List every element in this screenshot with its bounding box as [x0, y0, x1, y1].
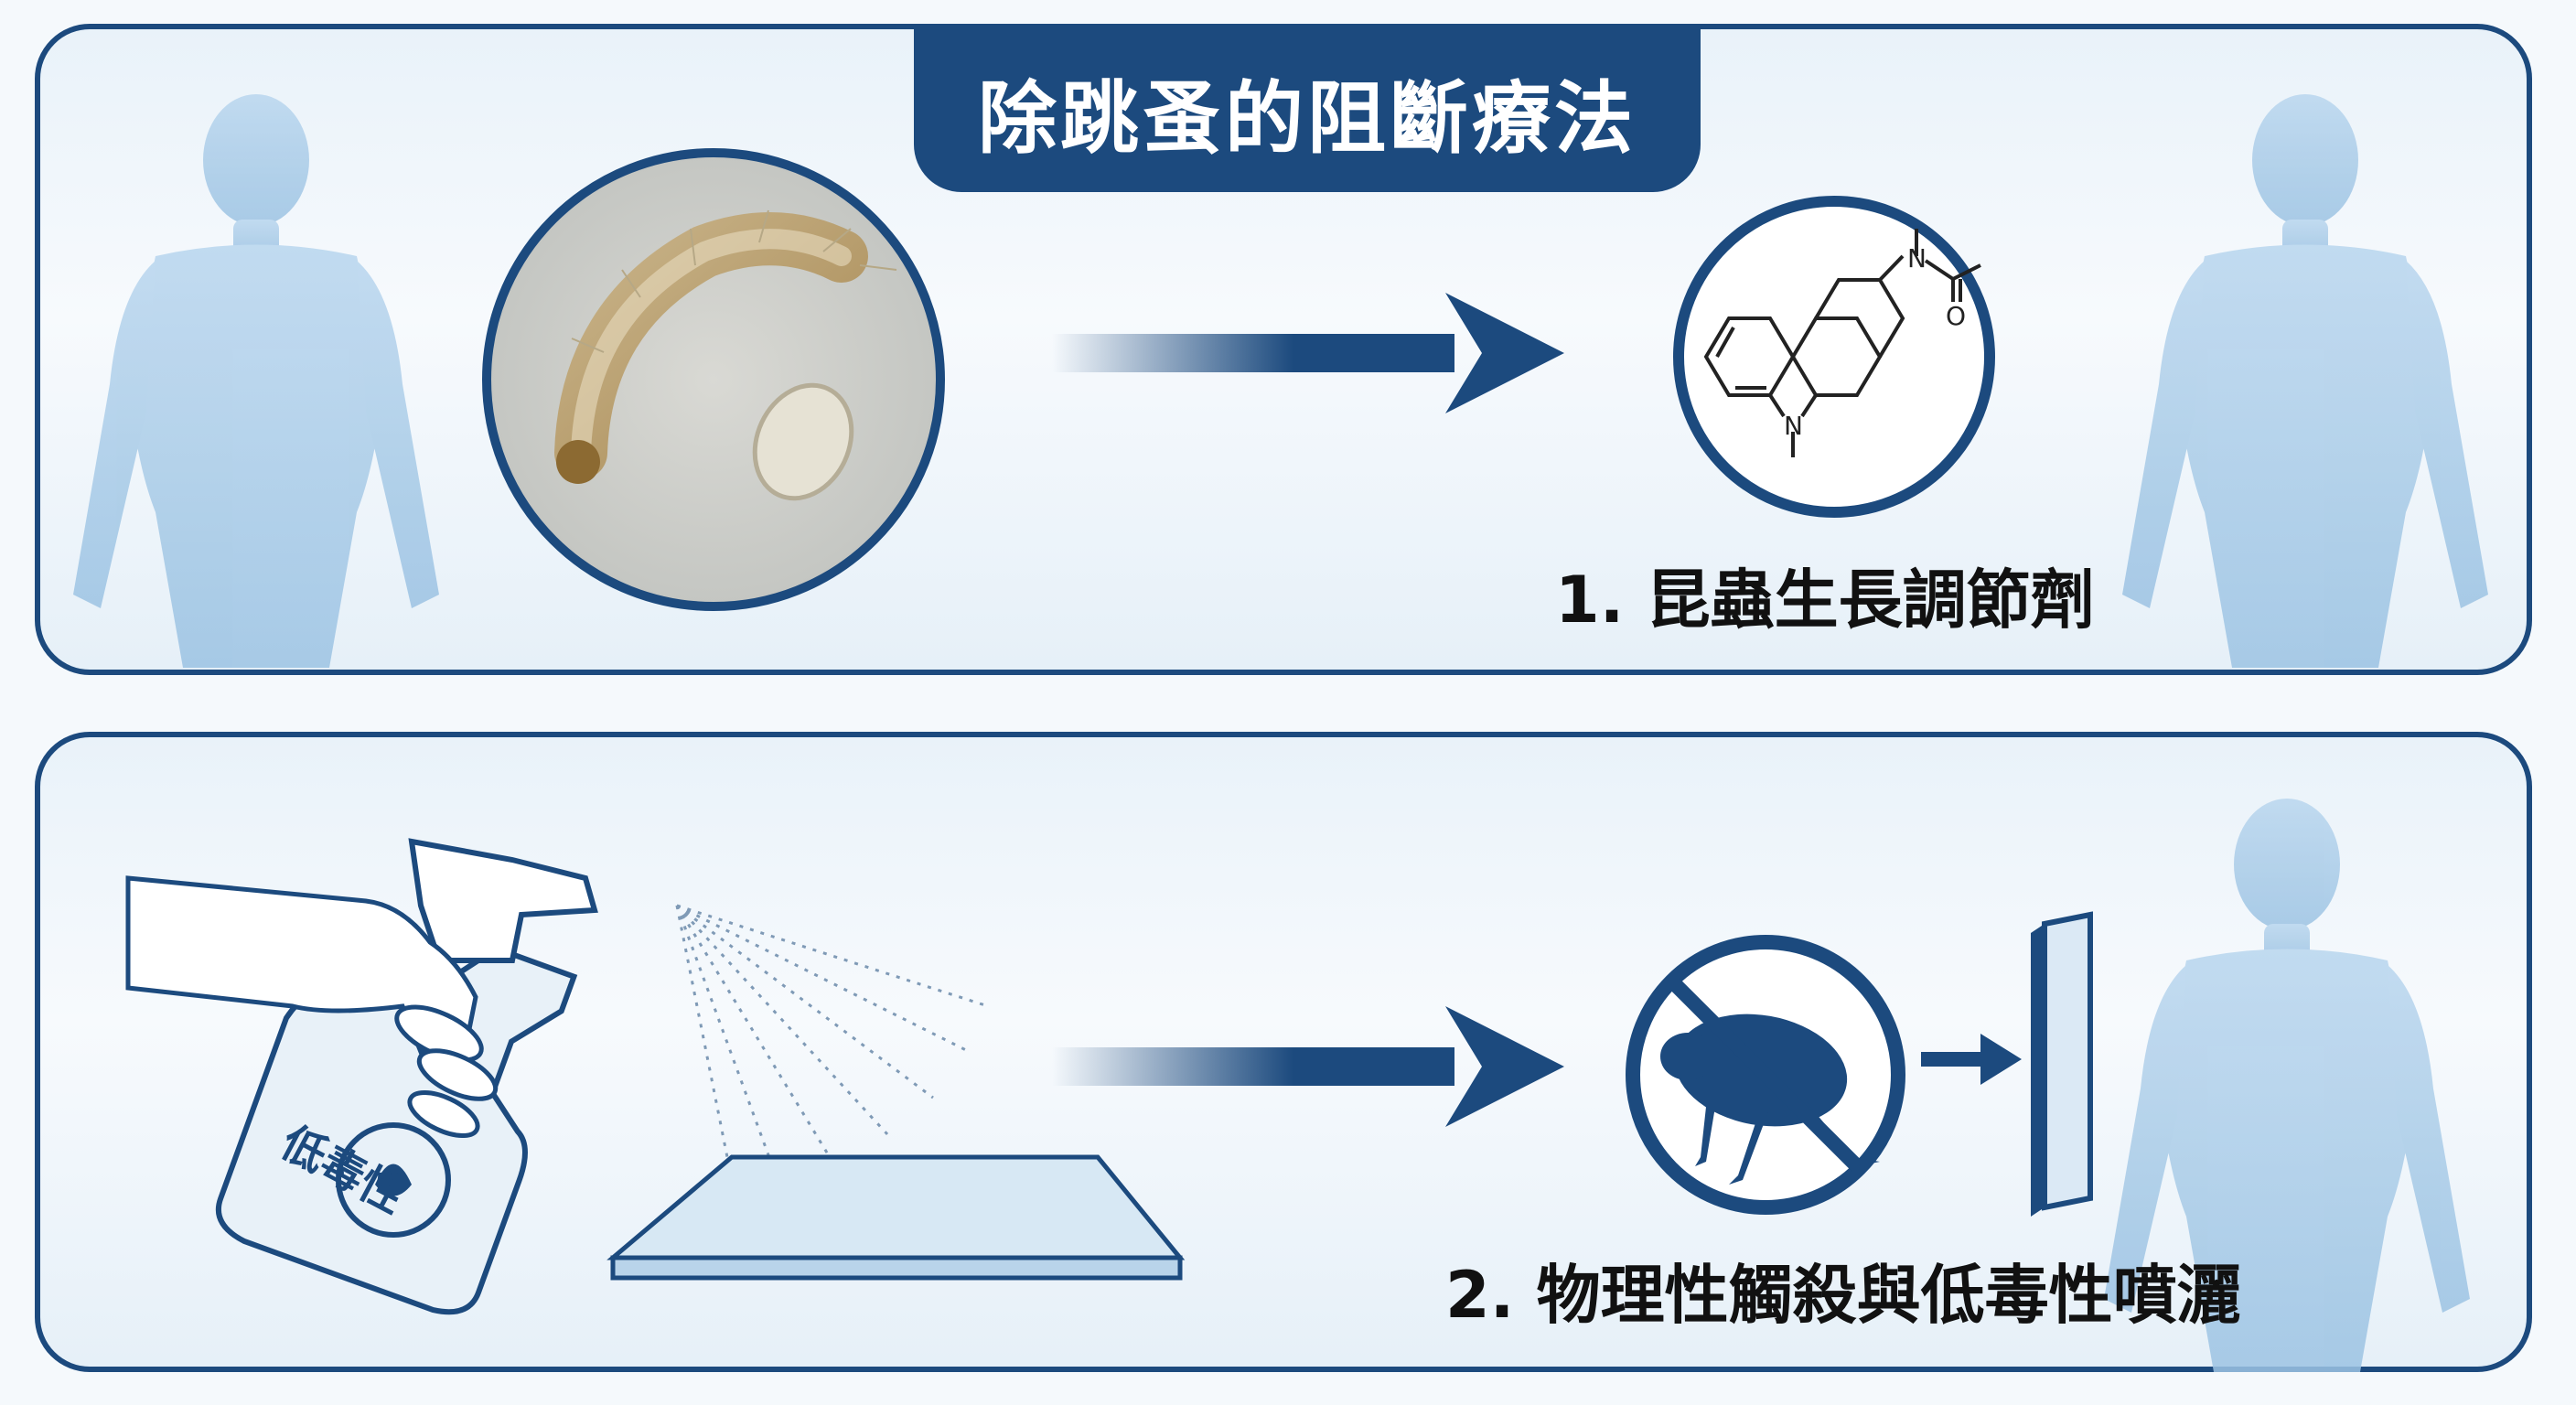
arrow-right-icon [1052, 293, 1564, 413]
step-2-label: 2. 物理性觸殺與低毒性噴灑 [1445, 1258, 2241, 1333]
arrow-right-icon [1052, 1006, 1564, 1127]
atom-n-ring: N [1784, 411, 1803, 441]
no-flea-sign-icon [1626, 935, 1905, 1215]
panel-insect-growth-regulator: 除跳蚤的阻斷療法 [35, 24, 2532, 675]
title-banner: 除跳蚤的阻斷療法 [914, 29, 1701, 192]
molecule-structure-icon: N O N [1673, 196, 1995, 518]
human-silhouette-icon [2122, 94, 2488, 668]
human-silhouette-icon [73, 94, 439, 668]
barrier-wall-icon [1921, 911, 2093, 1217]
spray-mist-icon [675, 904, 989, 1181]
larva-microscope-icon [482, 148, 945, 611]
surface-board-icon [606, 1154, 1186, 1281]
atom-n-top: N [1907, 243, 1927, 273]
human-silhouette-icon [2104, 799, 2470, 1372]
page-title: 除跳蚤的阻斷療法 [978, 72, 1637, 165]
atom-o: O [1946, 301, 1966, 331]
spray-bottle-icon [125, 838, 598, 1315]
step-1-label: 1. 昆蟲生長調節劑 [1555, 563, 2095, 638]
